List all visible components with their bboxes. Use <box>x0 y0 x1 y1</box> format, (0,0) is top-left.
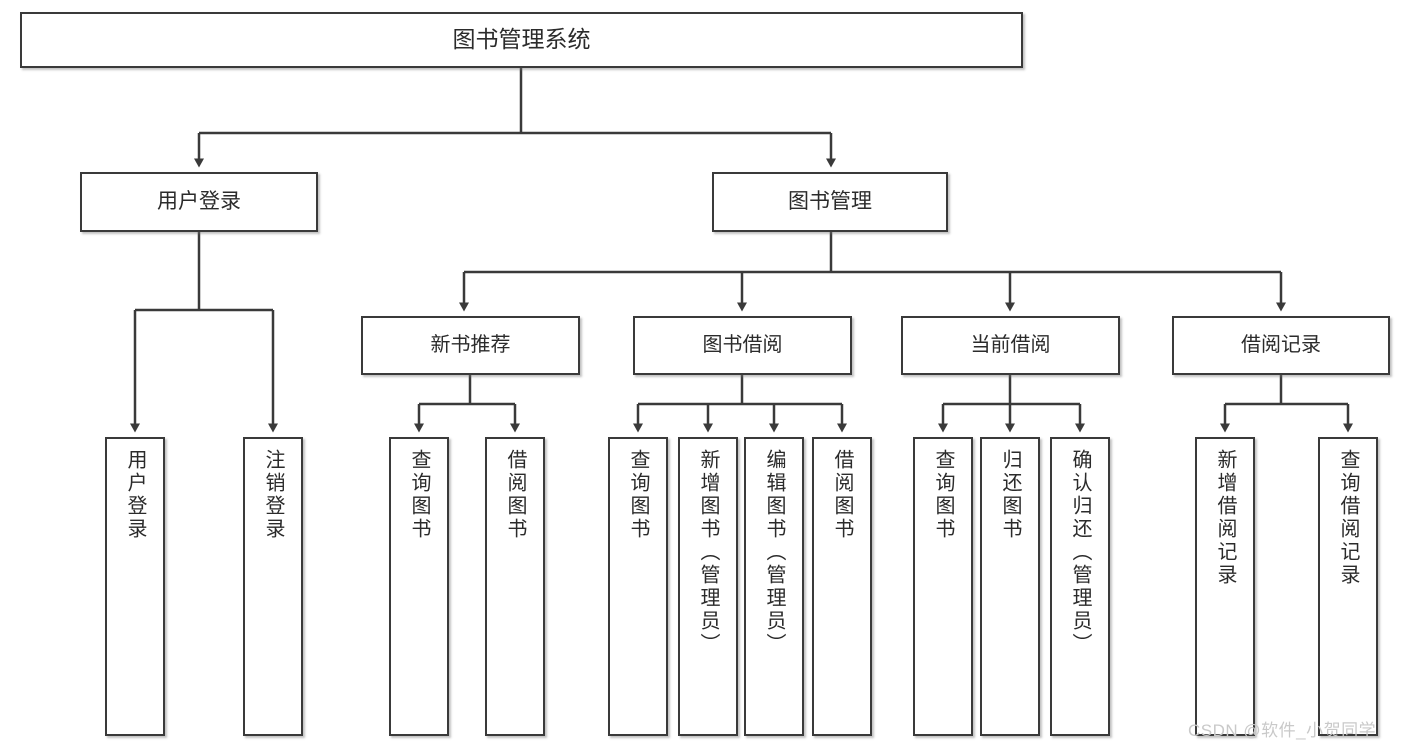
node-label: 查询图书 <box>408 449 430 541</box>
leaf-add-borrow-record[interactable]: 新增借阅记录 <box>1195 437 1255 736</box>
node-label: 图书管理 <box>788 189 872 213</box>
node-label: 图书借阅 <box>702 333 783 356</box>
node-book-manage[interactable]: 图书管理 <box>712 172 948 232</box>
node-label: 借阅图书 <box>504 449 526 541</box>
node-root-system[interactable]: 图书管理系统 <box>20 12 1023 68</box>
node-label: 新增图书（管理员） <box>697 449 719 656</box>
leaf-borrow-book[interactable]: 借阅图书 <box>812 437 872 736</box>
leaf-confirm-return-admin[interactable]: 确认归还（管理员） <box>1050 437 1110 736</box>
node-label: 用户登录 <box>124 449 146 541</box>
node-current-borrow[interactable]: 当前借阅 <box>901 316 1120 375</box>
leaf-query-book-recommend[interactable]: 查询图书 <box>389 437 449 736</box>
node-new-book-recommend[interactable]: 新书推荐 <box>361 316 580 375</box>
node-label: 新书推荐 <box>430 333 511 356</box>
node-label: 查询图书 <box>627 449 649 541</box>
node-book-borrow[interactable]: 图书借阅 <box>633 316 852 375</box>
node-label: 查询图书 <box>932 449 954 541</box>
node-label: 借阅记录 <box>1241 333 1321 356</box>
node-label: 查询借阅记录 <box>1337 449 1359 587</box>
node-label: 确认归还（管理员） <box>1069 449 1091 656</box>
leaf-query-book-current[interactable]: 查询图书 <box>913 437 973 736</box>
node-label: 借阅图书 <box>831 449 853 541</box>
leaf-add-book-admin[interactable]: 新增图书（管理员） <box>678 437 738 736</box>
node-borrow-record[interactable]: 借阅记录 <box>1172 316 1390 375</box>
leaf-query-borrow-record[interactable]: 查询借阅记录 <box>1318 437 1378 736</box>
node-label: 归还图书 <box>999 449 1021 541</box>
node-label: 当前借阅 <box>970 333 1051 356</box>
node-label: 编辑图书（管理员） <box>763 449 785 656</box>
node-user-login[interactable]: 用户登录 <box>80 172 318 232</box>
leaf-borrow-book-recommend[interactable]: 借阅图书 <box>485 437 545 736</box>
node-label: 用户登录 <box>157 189 241 213</box>
node-label: 注销登录 <box>262 449 284 541</box>
csdn-watermark: CSDN @软件_小贺同学 <box>1188 721 1377 740</box>
node-label: 新增借阅记录 <box>1214 449 1236 587</box>
leaf-query-book-borrow[interactable]: 查询图书 <box>608 437 668 736</box>
leaf-logout[interactable]: 注销登录 <box>243 437 303 736</box>
leaf-return-book[interactable]: 归还图书 <box>980 437 1040 736</box>
leaf-edit-book-admin[interactable]: 编辑图书（管理员） <box>744 437 804 736</box>
node-label: 图书管理系统 <box>452 26 591 53</box>
leaf-user-login[interactable]: 用户登录 <box>105 437 165 736</box>
